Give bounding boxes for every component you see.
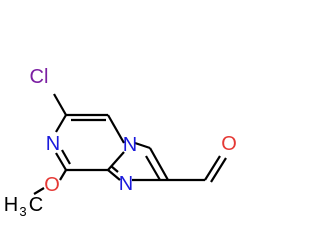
bridgehead-nitrogen-label: N: [123, 134, 137, 156]
methyl-subscript-label: 3: [19, 204, 26, 219]
bond-nim-c8a-inner: [110, 165, 119, 173]
bond-n1-c8-inner: [61, 149, 71, 165]
methyl-h-label: H: [4, 194, 18, 216]
bond-cho-o: [204, 155, 221, 181]
bond-o-ch3: [33, 187, 45, 195]
bond-c3-c2-inner: [145, 155, 161, 181]
bond-nim-c8a: [107, 169, 121, 181]
bond-n4-c3: [134, 141, 151, 150]
bond-c3-c2: [149, 147, 169, 181]
bond-cl-c6: [53, 93, 67, 116]
bond-c6-n1: [55, 114, 67, 133]
bond-c8-ome: [59, 169, 67, 181]
aldehyde-oxygen-label: O: [221, 133, 237, 155]
molecule-structure: Cl N N N O O H 3 C: [4, 66, 237, 219]
bond-n1-c8: [55, 152, 67, 171]
bond-c8a-n4: [107, 151, 125, 171]
imidazole-nitrogen-label: N: [119, 173, 133, 195]
methyl-c-label: C: [29, 194, 43, 216]
bond-c5-n4: [107, 114, 125, 144]
atom-labels: Cl N N N O O H 3 C: [4, 66, 237, 219]
bond-cho-o-inner: [210, 157, 227, 183]
bond-set: [33, 93, 227, 195]
methoxy-oxygen-label: O: [44, 174, 60, 196]
pyrazine-nitrogen-label: N: [46, 133, 60, 155]
chlorine-label: Cl: [30, 66, 49, 88]
